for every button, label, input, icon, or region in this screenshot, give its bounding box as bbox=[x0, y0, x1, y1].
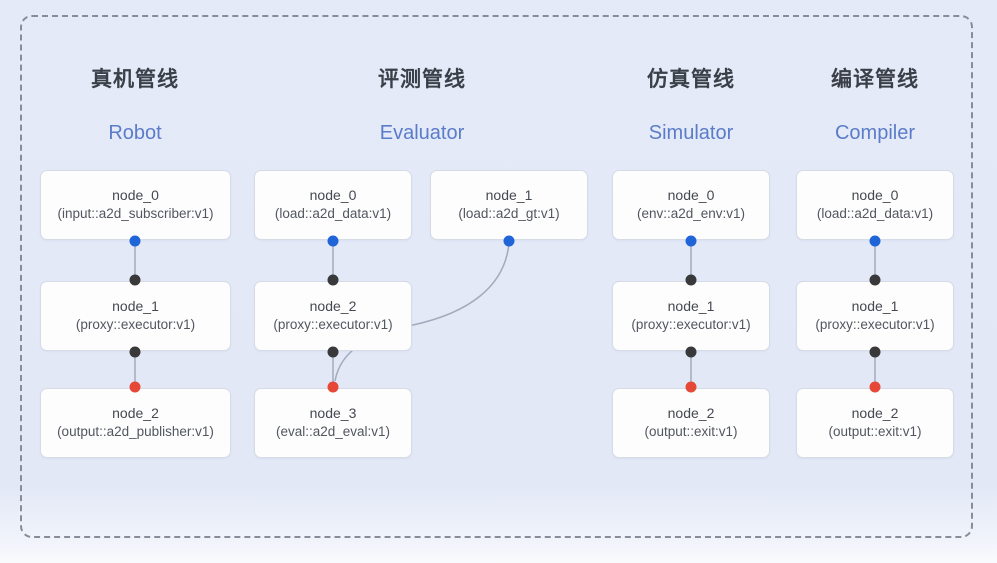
node-title: node_1 bbox=[667, 297, 715, 314]
node-title: node_1 bbox=[112, 297, 159, 314]
node-box-evaluator-node2: node_2 (proxy::executor:v1) bbox=[254, 281, 412, 351]
node-subtitle: (output::a2d_publisher:v1) bbox=[57, 424, 214, 440]
output-port-dot bbox=[869, 346, 881, 358]
node-title: node_3 bbox=[309, 404, 357, 421]
node-box-evaluator-node0: node_0 (load::a2d_data:v1) bbox=[254, 170, 412, 240]
node-subtitle: (proxy::executor:v1) bbox=[631, 317, 751, 333]
output-port-dot bbox=[869, 235, 881, 247]
node-box-compiler-node1: node_1 (proxy::executor:v1) bbox=[796, 281, 954, 351]
node-subtitle: (output::exit:v1) bbox=[644, 424, 738, 440]
node-title: node_2 bbox=[112, 404, 159, 421]
pipeline-title-zh-compiler: 编译管线 bbox=[831, 68, 919, 91]
node-box-robot-node2: node_2 (output::a2d_publisher:v1) bbox=[40, 388, 231, 458]
node-box-robot-node0: node_0 (input::a2d_subscriber:v1) bbox=[40, 170, 231, 240]
node-title: node_0 bbox=[667, 186, 715, 203]
node-title: node_2 bbox=[851, 404, 899, 421]
node-subtitle: (input::a2d_subscriber:v1) bbox=[57, 206, 214, 222]
node-box-compiler-node2: node_2 (output::exit:v1) bbox=[796, 388, 954, 458]
input-port-dot bbox=[129, 274, 141, 286]
node-title: node_1 bbox=[485, 186, 533, 203]
output-port-dot bbox=[129, 346, 141, 358]
node-title: node_0 bbox=[112, 186, 159, 203]
node-title: node_2 bbox=[667, 404, 715, 421]
pipeline-title-en-simulator: Simulator bbox=[648, 122, 734, 144]
pipeline-title-en-robot: Robot bbox=[108, 122, 162, 144]
output-port-dot bbox=[685, 346, 697, 358]
node-box-evaluator-node3: node_3 (eval::a2d_eval:v1) bbox=[254, 388, 412, 458]
output-port-dot bbox=[327, 235, 339, 247]
node-subtitle: (output::exit:v1) bbox=[828, 424, 922, 440]
node-box-compiler-node0: node_0 (load::a2d_data:v1) bbox=[796, 170, 954, 240]
node-subtitle: (eval::a2d_eval:v1) bbox=[275, 424, 391, 440]
pipeline-title-en-compiler: Compiler bbox=[834, 122, 916, 144]
node-subtitle: (proxy::executor:v1) bbox=[815, 317, 935, 333]
node-title: node_1 bbox=[851, 297, 899, 314]
input-port-dot bbox=[327, 274, 339, 286]
pipeline-title-zh-robot: 真机管线 bbox=[91, 68, 179, 91]
node-subtitle: (load::a2d_data:v1) bbox=[816, 206, 934, 222]
input-port-dot bbox=[869, 274, 881, 286]
input-port-dot bbox=[869, 381, 881, 393]
input-port-dot bbox=[129, 381, 141, 393]
input-port-dot bbox=[685, 274, 697, 286]
node-box-simulator-node2: node_2 (output::exit:v1) bbox=[612, 388, 770, 458]
node-box-simulator-node1: node_1 (proxy::executor:v1) bbox=[612, 281, 770, 351]
node-subtitle: (proxy::executor:v1) bbox=[273, 317, 393, 333]
node-subtitle: (proxy::executor:v1) bbox=[75, 317, 196, 333]
pipeline-title-zh-evaluator: 评测管线 bbox=[378, 68, 466, 91]
node-title: node_0 bbox=[309, 186, 357, 203]
pipeline-title-en-evaluator: Evaluator bbox=[379, 122, 465, 144]
dashed-frame-border bbox=[20, 15, 973, 538]
node-title: node_2 bbox=[309, 297, 357, 314]
node-box-simulator-node0: node_0 (env::a2d_env:v1) bbox=[612, 170, 770, 240]
node-box-evaluator-node1: node_1 (load::a2d_gt:v1) bbox=[430, 170, 588, 240]
node-box-robot-node1: node_1 (proxy::executor:v1) bbox=[40, 281, 231, 351]
output-port-dot bbox=[327, 346, 339, 358]
input-port-dot bbox=[685, 381, 697, 393]
pipeline-title-zh-simulator: 仿真管线 bbox=[647, 68, 735, 91]
node-subtitle: (env::a2d_env:v1) bbox=[636, 206, 746, 222]
node-subtitle: (load::a2d_gt:v1) bbox=[458, 206, 560, 222]
node-title: node_0 bbox=[851, 186, 899, 203]
output-port-dot bbox=[503, 235, 515, 247]
output-port-dot bbox=[129, 235, 141, 247]
input-port-dot bbox=[327, 381, 339, 393]
node-subtitle: (load::a2d_data:v1) bbox=[274, 206, 392, 222]
output-port-dot bbox=[685, 235, 697, 247]
